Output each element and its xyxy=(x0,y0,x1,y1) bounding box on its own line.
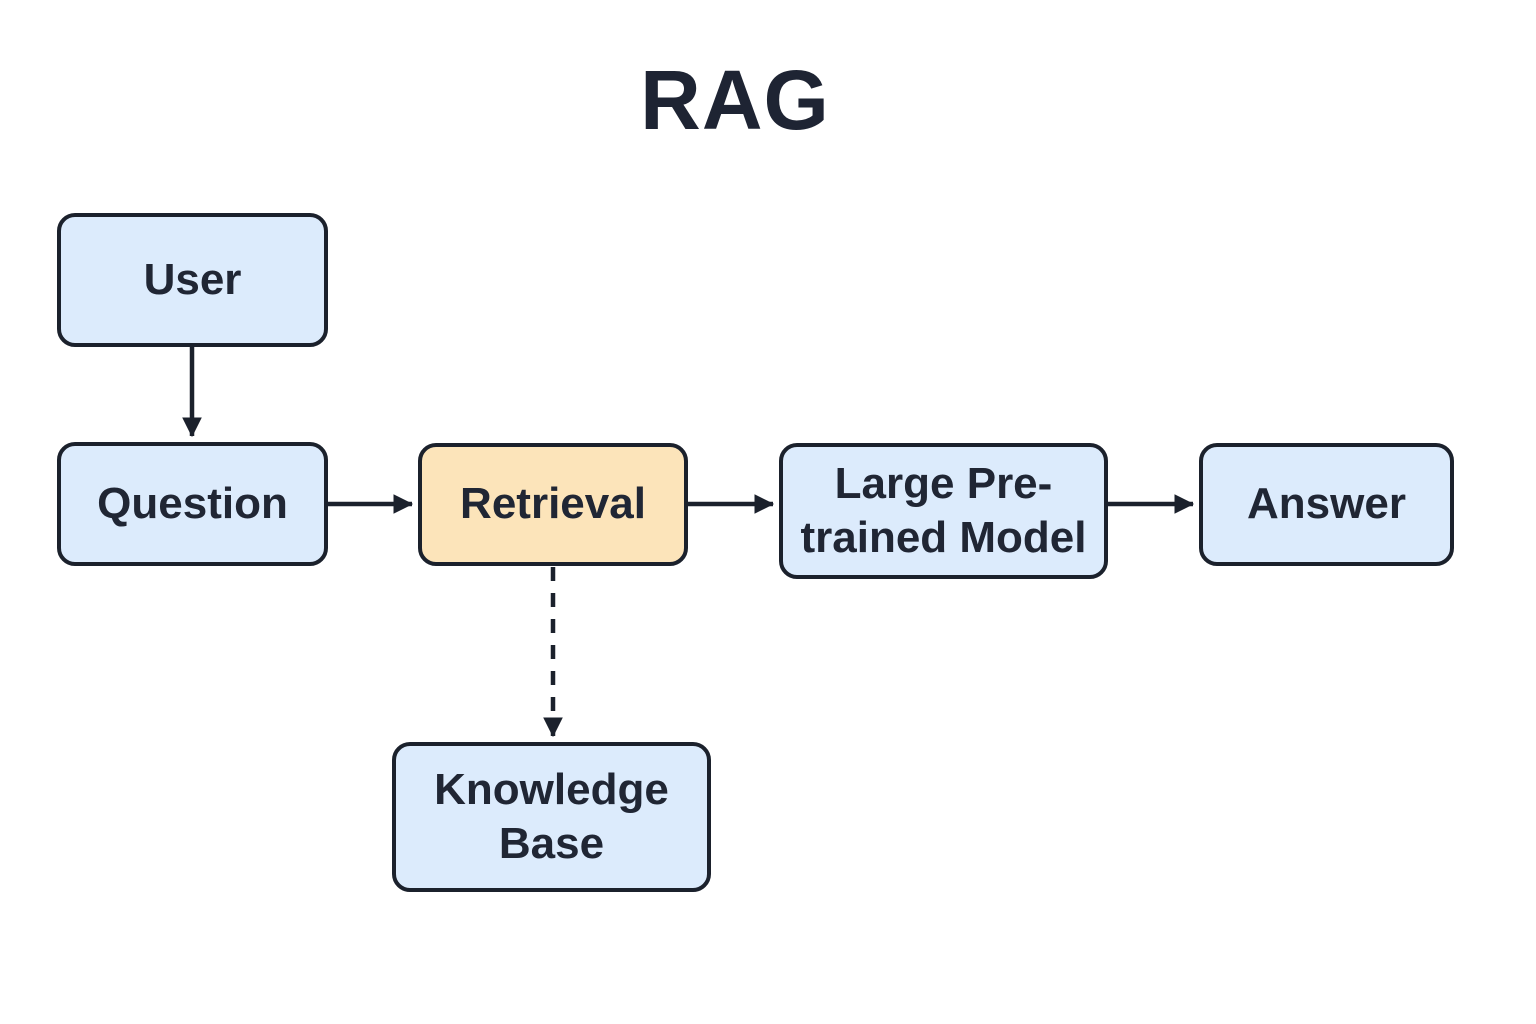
node-large-pretrained-model-label: Large Pre- trained Model xyxy=(800,458,1087,562)
node-knowledge-base-label: Knowledge Base xyxy=(434,764,669,868)
diagram-title: RAG xyxy=(640,53,830,147)
node-user: User xyxy=(57,213,328,347)
node-answer-label: Answer xyxy=(1247,479,1406,529)
node-knowledge-base: Knowledge Base xyxy=(392,742,711,892)
node-retrieval: Retrieval xyxy=(418,443,688,566)
node-question: Question xyxy=(57,442,328,566)
node-retrieval-label: Retrieval xyxy=(460,479,646,529)
node-answer: Answer xyxy=(1199,443,1454,566)
node-large-pretrained-model: Large Pre- trained Model xyxy=(779,443,1108,579)
node-question-label: Question xyxy=(97,478,288,528)
node-user-label: User xyxy=(143,254,242,304)
